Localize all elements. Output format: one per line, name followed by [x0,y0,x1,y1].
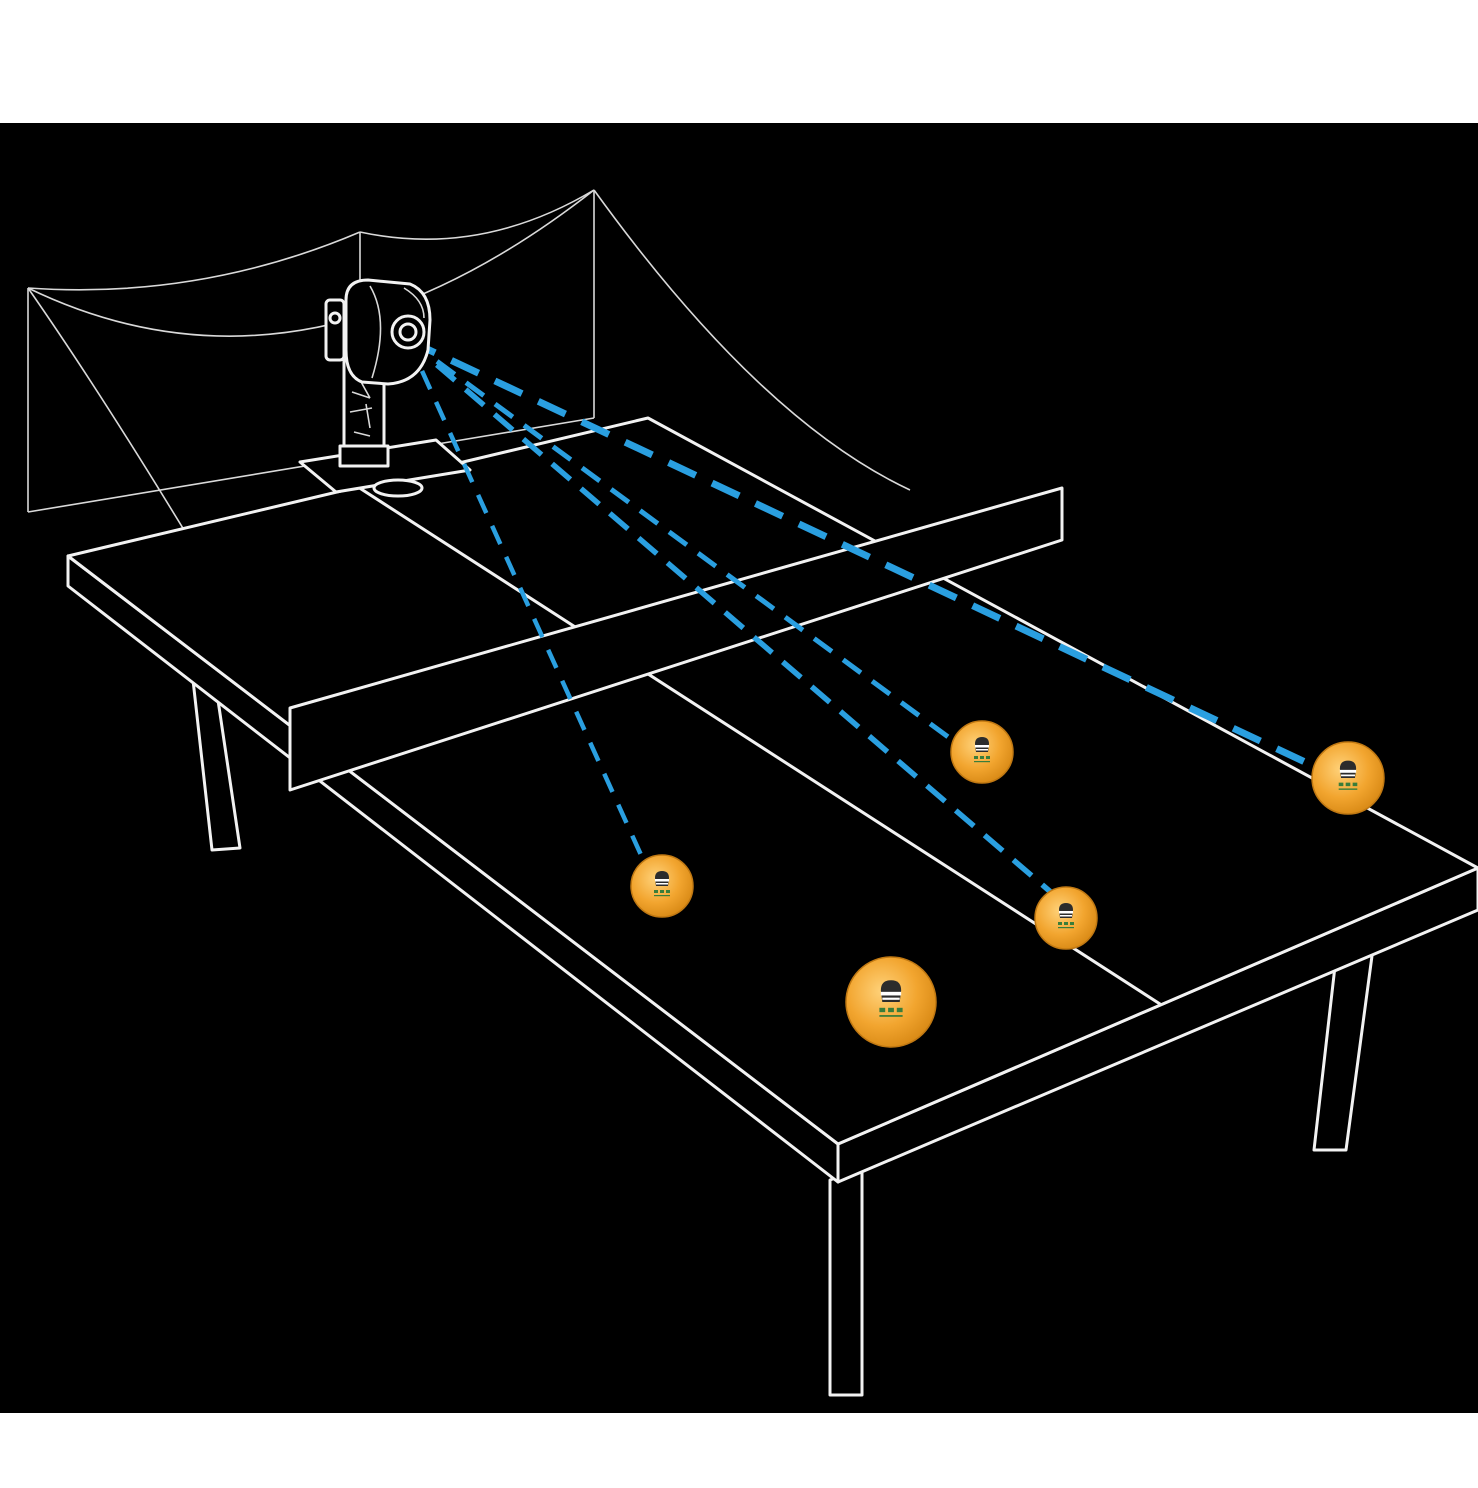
robot-head [344,278,432,386]
dashed-path-4 [405,339,649,867]
dashed-path-3 [406,337,957,745]
ball-logo-icon [1058,903,1074,929]
balls [630,720,1385,1048]
ping-pong-ball-icon [950,720,1014,784]
ping-pong-ball-icon [1034,886,1098,950]
net-top-right [359,189,595,240]
robot-foot [338,444,390,468]
table-center-line [356,485,1162,1006]
table-legs [191,678,1378,1397]
net-front-face [288,486,1064,792]
net-top-left [27,231,361,291]
robot-bracket [324,298,346,362]
ping-pong-ball-icon [1311,741,1385,815]
net-curve-back [27,189,595,337]
table-net [288,486,1064,792]
net-curve-right [593,189,911,491]
trajectories [405,336,1324,903]
table-top [66,416,1478,1184]
ping-pong-ball-icon [630,854,694,918]
ball-logo-icon [974,737,990,763]
ping-pong-robot-icon [324,278,432,468]
ball-logo-icon [1338,760,1358,790]
ball-logo-icon [654,871,670,897]
ping-pong-ball-icon [845,956,937,1048]
leg-front-left [828,1166,864,1397]
ball-logo-icon [879,980,903,1017]
dashed-path-2 [406,337,1062,903]
dashed-path-1 [406,336,1324,774]
